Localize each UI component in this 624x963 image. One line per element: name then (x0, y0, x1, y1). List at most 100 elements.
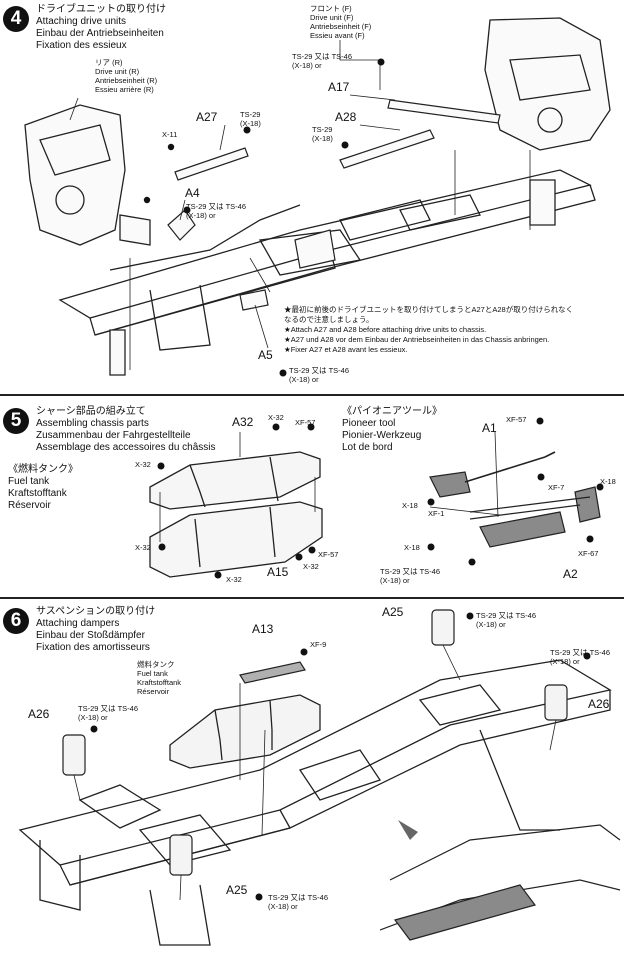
step-6-number: 6 (3, 608, 29, 634)
ts29-ts46-text: TS-29 又は TS-46 (268, 893, 329, 902)
screw-ts29-a26-left: TS-29 又は TS-46 (X-18) or (78, 704, 138, 722)
screw-xf67-label: XF-67 (578, 549, 599, 558)
step-4-title-jp: ドライブユニットの取り付け (36, 4, 166, 15)
step-5-title: シャーシ部品の組み立て Assembling chassis parts Zus… (36, 406, 216, 454)
rear-drive-unit-label: リア (R) Drive unit (R) Antriebseinheit (R… (95, 58, 157, 94)
part-a28-label: A28 (335, 110, 357, 124)
step-4-title-de: Einbau der Antriebseinheiten (36, 28, 164, 39)
part-a17-label: A17 (328, 80, 350, 94)
screw-ts29-a26-right: TS-29 又は TS-46 (X-18) or (550, 648, 610, 666)
front-unit-fr: Essieu avant (F) (310, 31, 365, 40)
fuel-tank-fr: Réservoir (137, 687, 170, 696)
pioneer-tool-de: Pionier-Werkzeug (342, 430, 422, 441)
screw-ts29-tool: TS-29 又は TS-46 (X-18) or (380, 567, 440, 585)
screw-x18-lower: X-18 (404, 543, 420, 552)
note-de: ★A27 und A28 vor dem Einbau der Antriebs… (284, 335, 550, 344)
step-4-title-en: Attaching drive units (36, 16, 127, 27)
step-5-number: 5 (3, 408, 29, 434)
step-4-notes: ★最初に前後のドライブユニットを取り付けてしまうとA27とA28が取り付けられな… (284, 305, 573, 355)
ts29-ts46-text: TS-29 又は TS-46 (78, 704, 139, 713)
x18-or-text: (X-18) or (292, 61, 322, 70)
part-a1-label: A1 (482, 421, 497, 435)
part-a26-left-label: A26 (28, 707, 50, 721)
part-a32-label: A32 (232, 415, 254, 429)
ts29-ts46-text: TS-29 又は TS-46 (289, 366, 350, 375)
screw-ts29-a4: TS-29 又は TS-46 (X-18) or (186, 202, 246, 220)
front-unit-de: Antriebseinheit (F) (310, 22, 372, 31)
step-6-title-fr: Fixation des amortisseurs (36, 642, 150, 653)
front-drive-unit-label: フロント (F) Drive unit (F) Antriebseinheit … (310, 4, 371, 40)
divider-5-6 (0, 597, 624, 599)
pioneer-tool-jp: 《パイオニアツール》 (342, 406, 442, 417)
x18-or-text: (X-18) or (78, 713, 108, 722)
pioneer-tool-en: Pioneer tool (342, 418, 396, 429)
ts29-ts46-text: TS-29 又は TS-46 (292, 52, 353, 61)
fuel-tank-label: 燃料タンク Fuel tank Kraftstofftank Réservoir (137, 660, 181, 696)
fuel-tank-de: Kraftstofftank (8, 488, 67, 499)
x18-or-text: (X-18) or (476, 620, 506, 629)
part-a4-label: A4 (185, 186, 200, 200)
screw-xf57-tool: XF-57 (506, 415, 527, 424)
part-a27-label: A27 (196, 110, 218, 124)
screw-ts29-a27: TS-29 (X-18) (240, 110, 261, 128)
fuel-tank-fr: Réservoir (8, 500, 51, 511)
step-4-section: 4 ドライブユニットの取り付け Attaching drive units Ei… (0, 0, 624, 393)
rear-unit-fr: Essieu arrière (R) (95, 85, 154, 94)
part-a2-label: A2 (563, 567, 578, 581)
screw-ts29-a25-bottom: TS-29 又は TS-46 (X-18) or (268, 893, 328, 911)
note-fr: ★Fixer A27 et A28 avant les essieux. (284, 345, 408, 354)
ts29-ts46-text: TS-29 又は TS-46 (380, 567, 441, 576)
front-unit-jp: フロント (F) (310, 4, 352, 13)
fuel-tank-jp: 燃料タンク (137, 660, 175, 669)
ts29-text: TS-29 (240, 110, 261, 119)
part-a13-label: A13 (252, 622, 274, 636)
screw-ts29-a28: TS-29 (X-18) (312, 125, 333, 143)
step-6-title-de: Einbau der Stoßdämpfer (36, 630, 145, 641)
step-4-title-fr: Fixation des essieux (36, 40, 127, 51)
divider-4-5 (0, 394, 624, 396)
fuel-tank-heading: 《燃料タンク》 Fuel tank Kraftstofftank Réservo… (8, 464, 78, 512)
step-5-title-jp: シャーシ部品の組み立て (36, 406, 146, 417)
step-5-title-de: Zusammenbau der Fahrgestellteile (36, 430, 191, 441)
step-4-illustration (24, 17, 611, 377)
x18-or-text: (X-18) or (289, 375, 319, 384)
x18-or-text: (X-18) or (186, 211, 216, 220)
note-jp-2: なるので注意しましょう。 (284, 315, 374, 324)
step-6-section: 6 サスペンションの取り付け Attaching dampers Einbau … (0, 600, 624, 963)
pioneer-tool-fr: Lot de bord (342, 442, 393, 453)
screw-x18-right: X-18 (600, 477, 616, 486)
screw-xf7-label: XF-7 (548, 483, 565, 492)
screw-x32-bottom: X-32 (226, 575, 242, 584)
note-en: ★Attach A27 and A28 before attaching dri… (284, 325, 487, 334)
rear-unit-jp: リア (R) (95, 58, 123, 67)
x18-text: (X-18) (312, 134, 333, 143)
ts29-ts46-text: TS-29 又は TS-46 (550, 648, 611, 657)
screw-x32-mid: X-32 (135, 543, 151, 552)
part-a15-label: A15 (267, 565, 289, 579)
screw-x32-right: X-32 (303, 562, 319, 571)
step-6-title-jp: サスペンションの取り付け (36, 606, 156, 617)
step-6-title: サスペンションの取り付け Attaching dampers Einbau de… (36, 606, 155, 654)
front-unit-en: Drive unit (F) (310, 13, 354, 22)
ts29-text: TS-29 (312, 125, 333, 134)
step-4-number: 4 (3, 6, 29, 32)
screw-ts29-a5: TS-29 又は TS-46 (X-18) or (289, 366, 349, 384)
pioneer-tool-heading: 《パイオニアツール》 Pioneer tool Pionier-Werkzeug… (342, 406, 442, 454)
part-a25-top-label: A25 (382, 605, 404, 619)
rear-unit-de: Antriebseinheit (R) (95, 76, 158, 85)
screw-x32-left: X-32 (135, 460, 151, 469)
screw-x18-left: X-18 (402, 501, 418, 510)
step-4-title: ドライブユニットの取り付け Attaching drive units Einb… (36, 4, 166, 52)
screw-ts29-a25-top: TS-29 又は TS-46 (X-18) or (476, 611, 536, 629)
rear-unit-en: Drive unit (R) (95, 67, 140, 76)
step-6-illustration (18, 609, 621, 946)
ts29-ts46-text: TS-29 又は TS-46 (186, 202, 247, 211)
x18-text: (X-18) (240, 119, 261, 128)
fuel-tank-en: Fuel tank (137, 669, 168, 678)
screw-x11-label: X-11 (162, 130, 178, 139)
x18-or-text: (X-18) or (380, 576, 410, 585)
screw-ts29-front: TS-29 又は TS-46 (X-18) or (292, 52, 352, 70)
fuel-tank-en: Fuel tank (8, 476, 50, 487)
screw-xf57-bottom: XF-57 (318, 550, 339, 559)
part-a25-bottom-label: A25 (226, 883, 248, 897)
